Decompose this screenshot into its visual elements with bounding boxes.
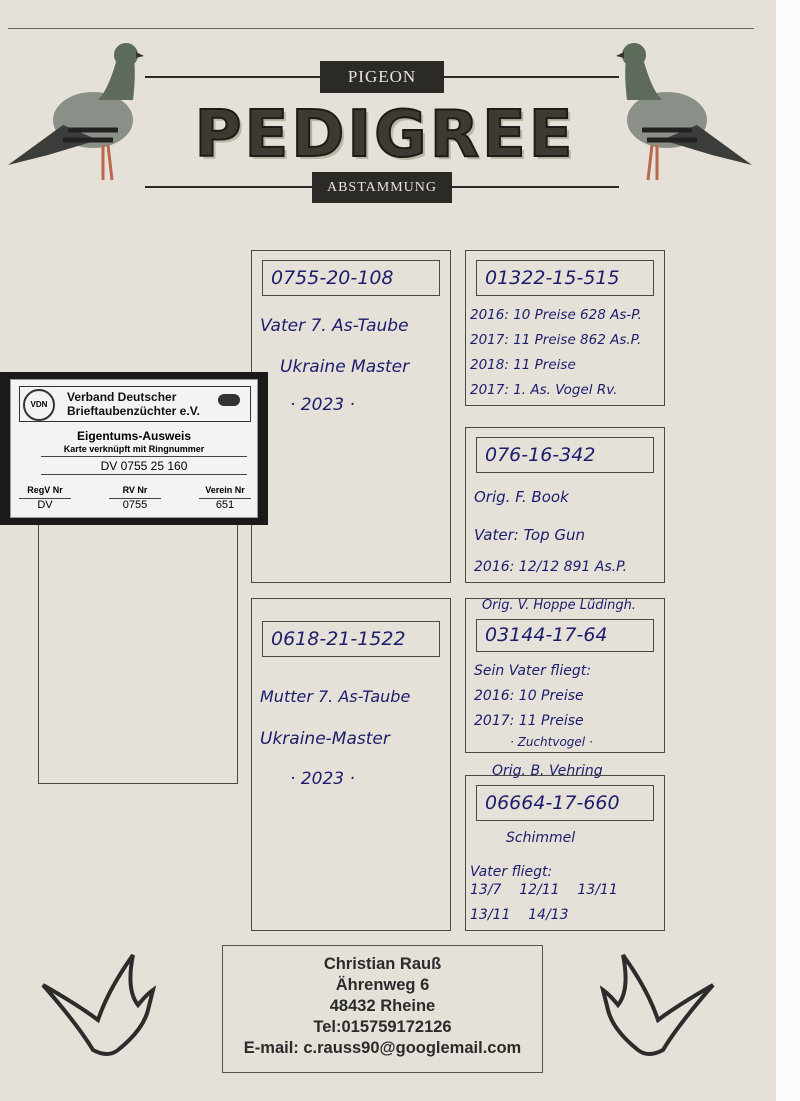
header-rule [452,186,619,188]
note-line: 2018: 11 Preise [470,357,576,373]
field-label: RegV Nr [27,485,63,495]
origin-note: Orig. V. Hoppe Lüdingh. [482,598,636,613]
ring-number: 0618-21-1522 [262,621,440,657]
header-top-label: PIGEON [320,61,444,93]
grandfather-maternal-box: 03144-17-64 Sein Vater fliegt: 2016: 10 … [465,598,665,753]
note-line: Schimmel [506,830,576,846]
field-value: 0755 [109,498,161,511]
org-line: Verband Deutscher [67,390,177,404]
page-title: PEDIGREE [194,97,576,173]
top-rule [8,28,754,29]
owner-phone: Tel:015759172126 [313,1018,452,1036]
field-label: RV Nr [122,485,148,495]
dove-right-icon [599,953,715,1056]
field-value: DV [19,498,71,511]
mother-box: 0618-21-1522 Mutter 7. As-Taube Ukraine-… [251,598,451,931]
ring-number: 0755-20-108 [262,260,440,296]
note-line: Vater: Top Gun [474,526,586,544]
field-value: 651 [199,498,251,511]
note-line: 2017: 11 Preise [474,713,584,729]
card-subheading: Karte verknüpft mit Ringnummer [63,444,205,454]
dove-left-icon [41,953,157,1056]
note-line: Ukraine Master [280,357,410,377]
pedigree-sheet: PIGEON PEDIGREE ABSTAMMUNG 0755-20-108 V… [0,0,776,1101]
note-line: · 2023 · [290,395,355,415]
pigeon-right-icon [616,43,752,181]
org-line: Brieftaubenzüchter e.V. [67,404,200,418]
pigeon-left-icon [8,43,144,181]
owner-street: Ährenweg 6 [335,976,430,994]
note-line: · Zuchtvogel · [510,735,593,749]
note-line: 13/11 14/13 [470,907,569,923]
pigeon-icon [218,394,240,406]
ring-number: 03144-17-64 [476,619,654,652]
header-rule [145,76,320,78]
note-line: Mutter 7. As-Taube [260,687,411,706]
note-line: · 2023 · [290,769,355,789]
note-line: 2017: 1. As. Vogel Rv. [470,382,618,398]
note-line: Vater fliegt: [470,864,553,880]
card-ring-number: DV 0755 25 160 [41,456,247,475]
card-heading: Eigentums-Ausweis [76,429,192,443]
header-rule [145,186,312,188]
note-line: Orig. F. Book [474,488,569,506]
note-line: 2016: 12/12 891 As.P. [474,559,628,575]
header-rule [444,76,619,78]
owner-city: 48432 Rheine [329,997,436,1015]
note-line: Vater 7. As-Taube [260,316,409,336]
ring-number: 01322-15-515 [476,260,654,296]
owner-name: Christian Rauß [323,955,442,973]
ring-number: 076-16-342 [476,437,654,473]
note-line: Sein Vater fliegt: [474,663,591,679]
grandfather-paternal-box: 01322-15-515 2016: 10 Preise 628 As-P. 2… [465,250,665,406]
vdbt-logo: VDN [23,389,55,421]
card-fields: RegV Nr DV RV Nr 0755 Verein Nr 651 [19,485,251,511]
header-bottom-label: ABSTAMMUNG [312,172,452,203]
father-box: 0755-20-108 Vater 7. As-Taube Ukraine Ma… [251,250,451,583]
grandmother-paternal-box: 076-16-342 Orig. F. Book Vater: Top Gun … [465,427,665,583]
grandmother-maternal-box: 06664-17-660 Schimmel Vater fliegt: 13/7… [465,775,665,931]
card-header [19,386,251,422]
field-label: Verein Nr [205,485,245,495]
ring-number: 06664-17-660 [476,785,654,821]
owner-contact-box: Christian Rauß Ährenweg 6 48432 Rheine T… [222,945,543,1073]
note-line: 13/7 12/11 13/11 [470,882,618,898]
note-line: 2017: 11 Preise 862 As.P. [470,332,642,348]
note-line: Ukraine-Master [260,729,390,749]
owner-email: E-mail: c.rauss90@googlemail.com [243,1039,522,1057]
note-line: 2016: 10 Preise 628 As-P. [470,307,642,323]
note-line: 2016: 10 Preise [474,688,584,704]
